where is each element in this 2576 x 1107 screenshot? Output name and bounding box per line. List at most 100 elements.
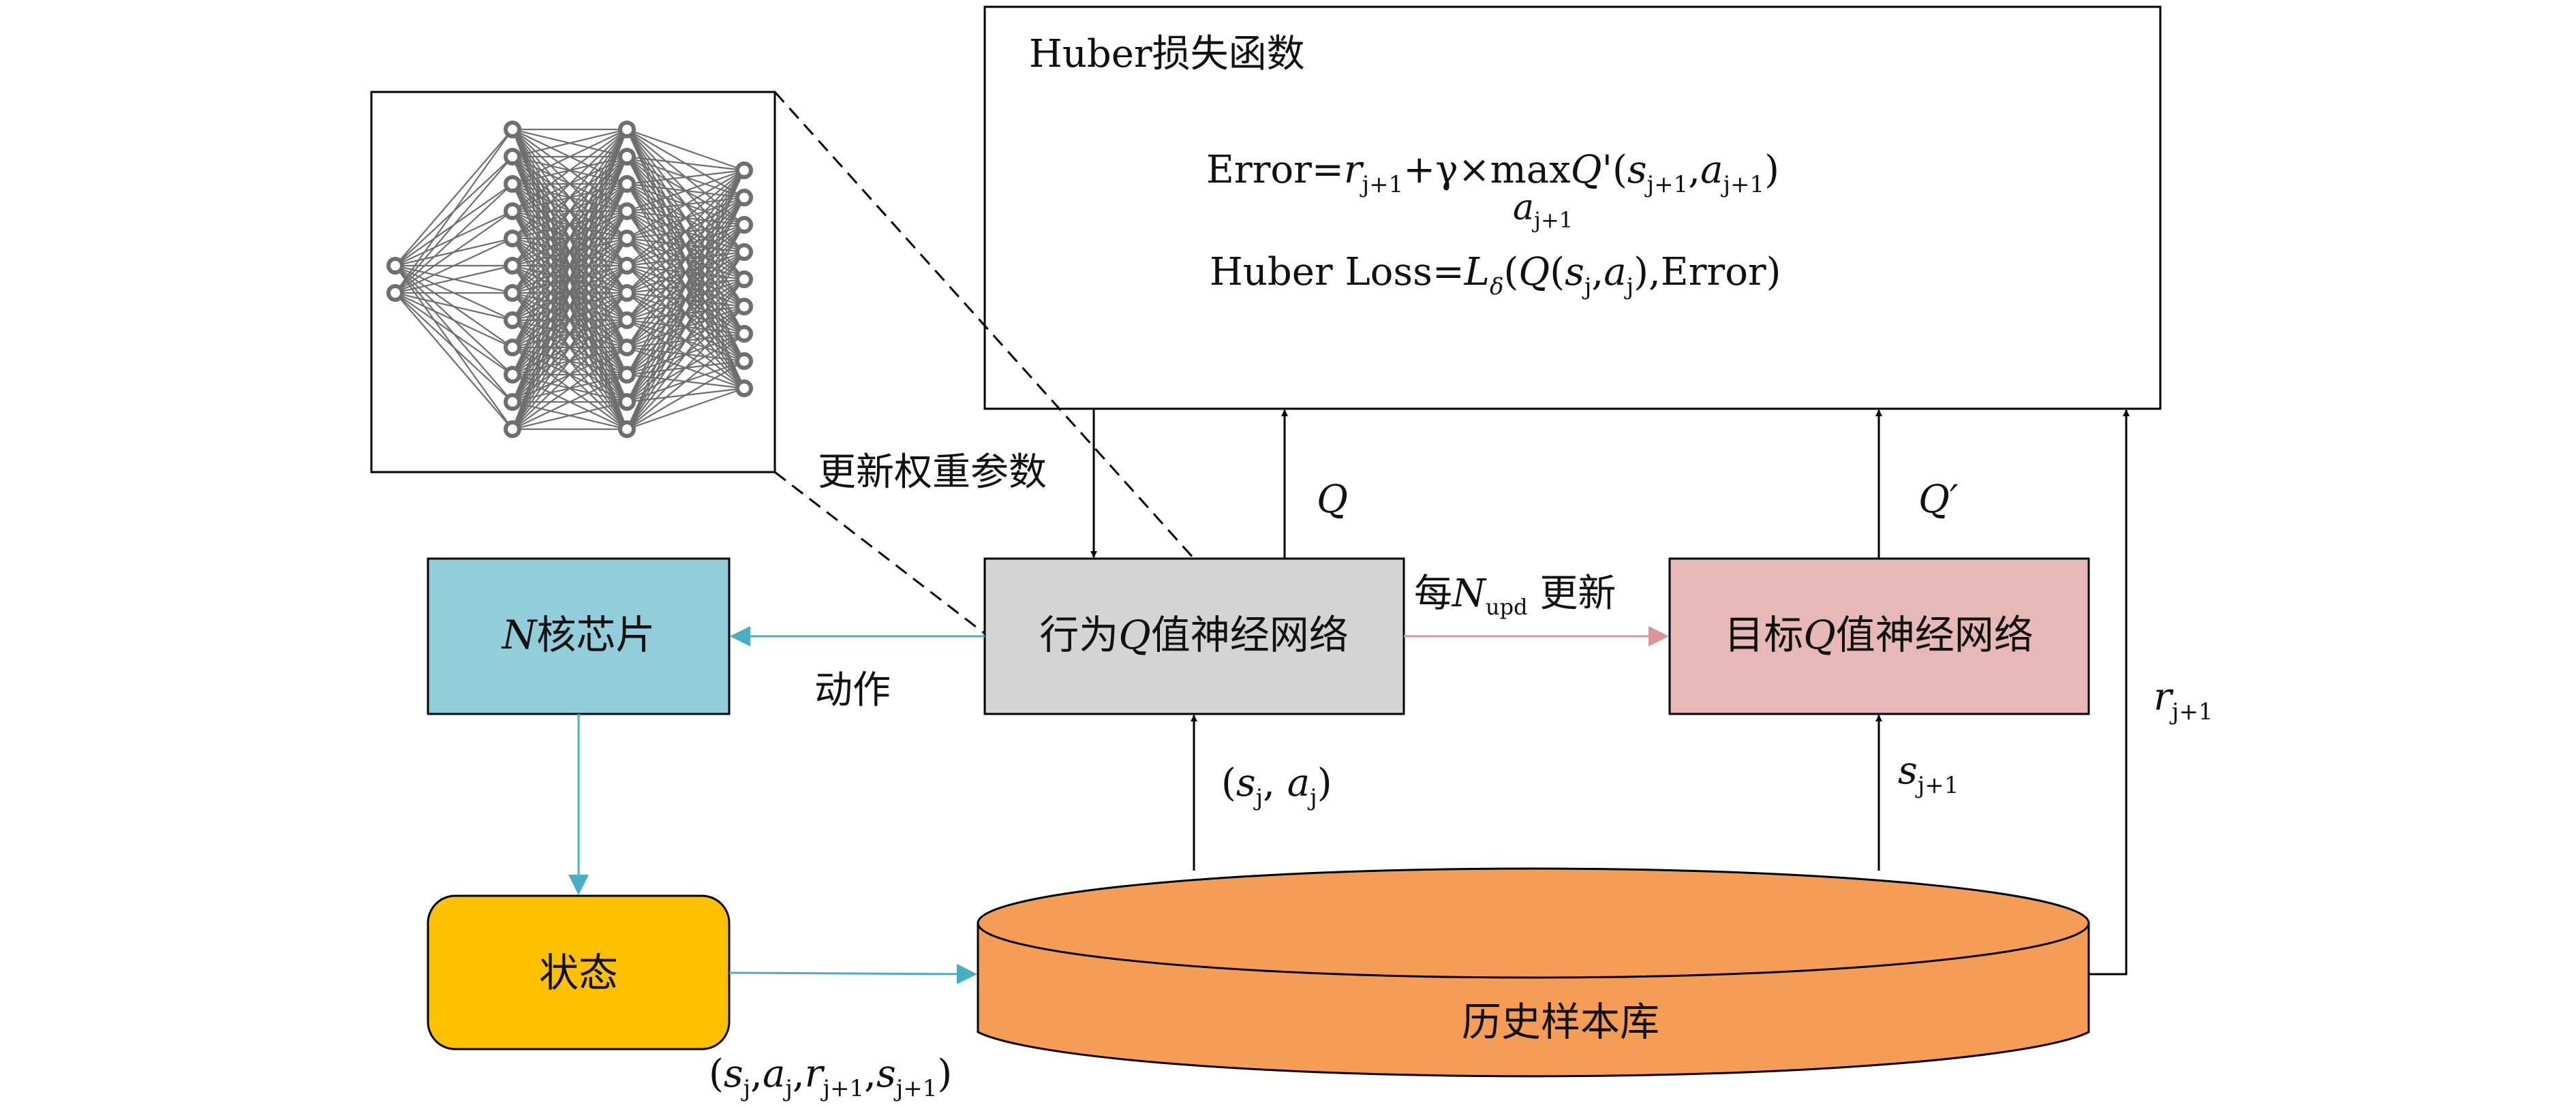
nn-neuron (504, 230, 521, 247)
zoom-line-top (773, 91, 1195, 560)
nn-neuron (386, 284, 404, 302)
nn-connection (626, 224, 745, 430)
nn-connection (626, 306, 745, 430)
nn-connection (395, 292, 513, 430)
history-label: 历史样本库 (1462, 999, 1659, 1045)
nn-connection (626, 170, 746, 430)
nn-connection (626, 155, 745, 172)
nn-connection (512, 211, 628, 430)
nn-connection (626, 170, 745, 403)
target-network-label: 目标Q值神经网络 (1724, 612, 2034, 658)
behavior-network-label: 行为Q值神经网络 (1039, 612, 1349, 658)
nn-neuron (618, 148, 636, 166)
nn-connection (511, 156, 628, 430)
nn-connection (626, 169, 745, 213)
nn-neuron (504, 284, 521, 302)
max-subscript: aj+1 (1513, 187, 1573, 233)
nn-neuron (504, 202, 521, 220)
nn-connection (626, 197, 745, 430)
nn-neuron (618, 393, 636, 411)
nn-neuron (735, 352, 753, 370)
state-node (427, 894, 731, 1050)
nn-neuron (618, 175, 636, 193)
nn-connection (395, 264, 513, 294)
nn-connection (512, 347, 628, 430)
nn-neuron (618, 366, 636, 384)
chip-node (427, 557, 731, 715)
reward-label: rj+1 (2153, 675, 2213, 726)
nn-neuron (735, 216, 753, 234)
nn-neuron (504, 121, 521, 138)
nn-connection (512, 129, 628, 185)
nn-connection (512, 374, 628, 430)
nn-neuron (618, 420, 636, 438)
nn-connection (512, 265, 628, 430)
nn-connection (626, 251, 745, 430)
nn-neuron (618, 339, 636, 356)
nn-connection (512, 183, 628, 430)
nn-connection (626, 170, 745, 266)
nn-neuron (735, 243, 753, 261)
nn-connection (395, 292, 513, 375)
update-weights-label: 更新权重参数 (818, 450, 1047, 495)
target-network-node (1668, 557, 2090, 715)
nn-neuron (504, 311, 521, 329)
nn-connection (626, 387, 745, 431)
history-database (977, 867, 2090, 1078)
neural-network-graphic (386, 121, 753, 438)
nn-neuron (504, 393, 521, 411)
nn-connection (395, 129, 513, 294)
nn-neuron (618, 121, 636, 138)
nn-connection (395, 292, 513, 322)
nn-connection (512, 129, 628, 348)
nn-connection (626, 360, 745, 430)
nn-connection (512, 129, 628, 266)
q-label: Q (1317, 478, 1348, 522)
nn-connection (395, 129, 513, 266)
nn-connection (512, 129, 628, 375)
nn-connection (512, 129, 628, 321)
nn-neuron (504, 175, 521, 193)
nn-connection (626, 170, 745, 375)
nn-neuron (504, 257, 521, 275)
nn-neuron (618, 230, 636, 247)
nn-connection (512, 129, 628, 294)
nn-neuron (735, 379, 753, 397)
zoom-line-bottom (774, 471, 985, 635)
nn-neuron (618, 257, 636, 275)
periodic-update-label: 每Nupd 更新 (1414, 572, 1616, 620)
nn-connection (511, 129, 628, 430)
nn-neuron (504, 339, 521, 356)
behavior-network-node (983, 557, 1405, 715)
nn-connection (512, 238, 628, 430)
nn-connection (512, 128, 628, 158)
nn-connection (626, 169, 745, 185)
nn-neuron (735, 325, 753, 343)
nn-neuron (618, 311, 636, 329)
nn-neuron (504, 366, 521, 384)
q-prime-label: Q′ (1918, 478, 1959, 522)
loss-function-box (983, 5, 2162, 410)
loss-box-title: Huber损失函数 (1029, 32, 1305, 76)
nn-connection (626, 170, 745, 348)
arrow-state-to-history (729, 963, 977, 984)
chip-label: N核芯片 (501, 612, 656, 658)
nn-connection (395, 211, 513, 294)
state-label: 状态 (539, 950, 618, 996)
error-formula: Error=rj+1+γ×maxQ'(sj+1,aj+1) (1206, 148, 1779, 198)
nn-connection (395, 292, 513, 348)
nn-neuron (735, 161, 753, 179)
nn-connection (512, 292, 628, 430)
sa-label: (sj, aj) (1221, 761, 1332, 811)
nn-connection (395, 156, 513, 294)
nn-neuron (735, 270, 753, 288)
action-label: 动作 (814, 668, 891, 713)
nn-connection (512, 401, 628, 431)
nn-connection (626, 170, 745, 239)
nn-connection (512, 319, 628, 430)
nn-connection (395, 238, 513, 294)
nn-neuron (618, 284, 636, 302)
arrow-reward-to-loss (2089, 409, 2130, 976)
nn-connection (511, 129, 628, 403)
